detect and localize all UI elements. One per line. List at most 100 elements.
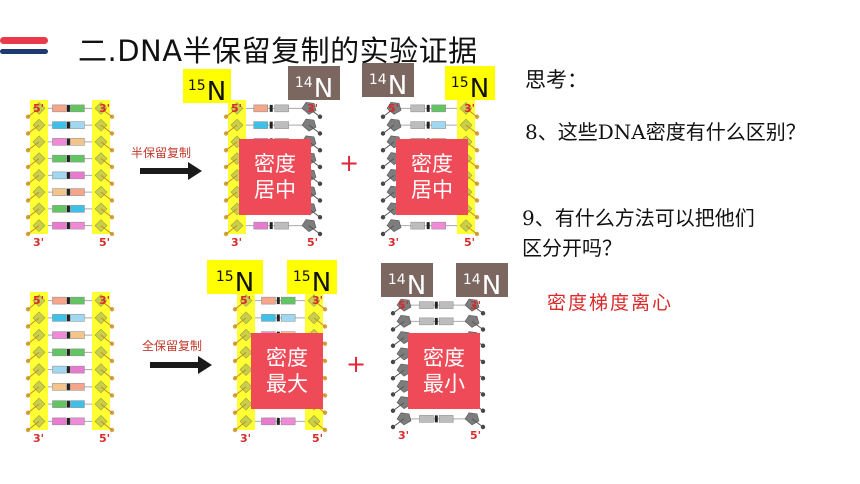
- backbone-link: [471, 418, 484, 428]
- base-right: [438, 301, 454, 309]
- backbone-link: [465, 107, 478, 118]
- slide-title: 二.DNA半保留复制的实验证据: [78, 34, 478, 68]
- backbone-link: [308, 225, 321, 235]
- backbone-link: [27, 191, 40, 201]
- strand-backbone: [30, 100, 48, 234]
- backbone-link: [392, 385, 405, 395]
- isotope-tag-bottom-4: 14N: [456, 263, 508, 301]
- base-right: [70, 205, 85, 213]
- backbone-link: [382, 174, 395, 185]
- backbone-link: [313, 317, 326, 327]
- accent-bar-red: [0, 37, 48, 44]
- h-bond: [66, 222, 70, 230]
- strand-end-label: 3': [307, 102, 318, 115]
- backbone-link: [225, 141, 238, 151]
- backbone-link: [392, 353, 405, 363]
- backbone-link: [27, 369, 40, 379]
- backbone-link: [100, 403, 113, 414]
- base-left: [253, 121, 269, 129]
- backbone-link: [100, 141, 113, 151]
- backbone-link: [100, 369, 113, 379]
- strand-end-label: 5': [312, 432, 323, 445]
- strand-end-label: 3': [33, 432, 44, 445]
- strand-end-label: 5': [307, 236, 318, 249]
- base-right: [70, 417, 85, 426]
- arrow-head: [198, 356, 212, 374]
- backbone-link: [225, 107, 238, 118]
- h-bond: [269, 222, 273, 230]
- h-bond: [434, 301, 438, 309]
- base-right: [431, 121, 446, 129]
- plus-sign-bottom: +: [346, 350, 367, 378]
- base-right: [70, 171, 85, 180]
- backbone-link: [100, 300, 113, 310]
- base-right: [70, 348, 85, 357]
- h-bond: [66, 138, 70, 146]
- backbone-link: [392, 369, 405, 379]
- strand-end-label: 5': [231, 102, 242, 115]
- parent-dna-top: 5'3'3'5': [25, 100, 115, 249]
- h-bond: [434, 317, 438, 325]
- backbone-link: [100, 334, 113, 345]
- base-left: [419, 317, 434, 326]
- strand-end-label: 5': [99, 236, 110, 249]
- base-right: [438, 415, 454, 423]
- backbone-link: [225, 174, 238, 185]
- backbone-link: [382, 208, 395, 218]
- backbone-link: [27, 334, 40, 345]
- strand-end-label: 3': [388, 236, 399, 249]
- h-bond: [66, 297, 70, 305]
- strand-end-label: 3': [99, 294, 110, 307]
- base-right: [280, 314, 296, 322]
- backbone-link: [27, 158, 40, 168]
- h-bond: [426, 104, 430, 112]
- backbone-link: [100, 107, 113, 118]
- h-bond: [66, 400, 70, 408]
- h-bond: [269, 104, 273, 112]
- base-right: [274, 221, 289, 230]
- strand-end-label: 3': [470, 299, 481, 312]
- backbone-link: [27, 317, 40, 327]
- strand-end-label: 5': [398, 299, 409, 312]
- base-right: [70, 314, 85, 322]
- base-left: [52, 296, 67, 305]
- base-left: [52, 121, 67, 129]
- h-bond: [66, 171, 70, 179]
- strand-end-label: 3': [33, 236, 44, 249]
- strand-end-label: 5': [99, 432, 110, 445]
- backbone-link: [392, 304, 405, 314]
- backbone-link: [100, 386, 113, 396]
- base-right: [274, 104, 289, 113]
- backbone-link: [27, 124, 40, 134]
- strand-end-label: 5': [388, 102, 399, 115]
- backbone-link: [382, 191, 395, 201]
- base-left: [253, 104, 269, 113]
- density-label-top-right: 密度居中: [396, 139, 468, 215]
- backbone-link: [234, 300, 247, 310]
- isotope-tag-bottom-2: 15N: [287, 260, 337, 298]
- base-right: [70, 154, 85, 163]
- strand-end-label: 3': [240, 432, 251, 445]
- backbone-link: [392, 320, 405, 330]
- h-bond: [269, 121, 273, 129]
- backbone-link: [27, 386, 40, 396]
- h-bond: [276, 417, 280, 425]
- backbone-link: [313, 300, 326, 310]
- backbone-link: [234, 420, 247, 431]
- arrow-head: [188, 162, 202, 180]
- base-right: [70, 383, 85, 391]
- strand-end-label: 3': [464, 102, 475, 115]
- backbone-link: [100, 317, 113, 327]
- base-right: [70, 400, 85, 408]
- arrow-shaft: [140, 168, 190, 174]
- isotope-tag-bottom-3: 14N: [381, 263, 433, 301]
- base-left: [52, 383, 67, 391]
- h-bond: [66, 383, 70, 391]
- base-left: [52, 205, 67, 213]
- strand-end-label: 5': [33, 294, 44, 307]
- base-left: [261, 314, 276, 322]
- backbone-link: [100, 225, 113, 235]
- backbone-link: [308, 107, 321, 118]
- backbone-link: [225, 191, 238, 201]
- backbone-link: [100, 191, 113, 201]
